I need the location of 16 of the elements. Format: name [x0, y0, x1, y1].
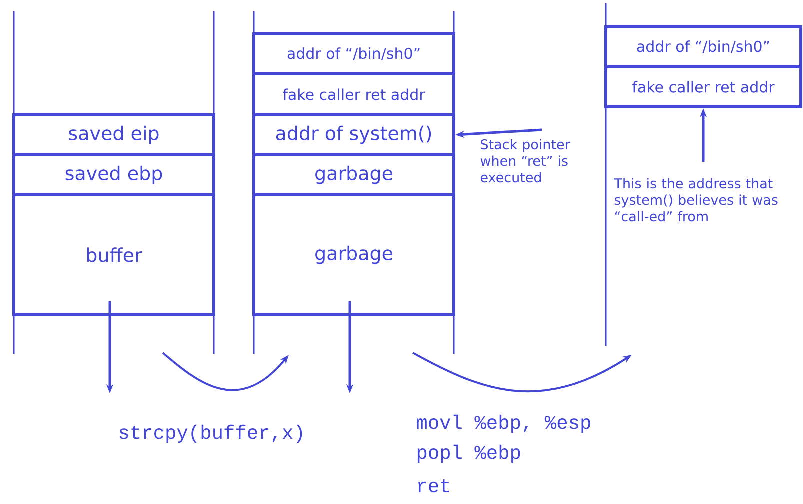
stack-cell: saved eip	[12, 114, 216, 156]
stack-cell: fake caller ret addr	[604, 66, 802, 108]
code-text: movl %ebp, %esp	[417, 414, 590, 434]
code-text: ret	[418, 479, 450, 493]
stack-cell: addr of “/bin/sh0”	[604, 26, 802, 68]
stack-cell: addr of system()	[252, 114, 456, 156]
stack-cell: addr of “/bin/sh0”	[252, 32, 456, 76]
stack-cell: saved ebp	[12, 154, 216, 196]
code-text: popl %ebp	[418, 444, 520, 464]
code-text: strcpy(buffer,x)	[120, 424, 302, 444]
stack-cell: garbage	[252, 194, 456, 316]
annotation-text: Stack pointer when “ret” is executed	[480, 139, 570, 183]
stack-cell: fake caller ret addr	[252, 72, 456, 116]
stack-cell: garbage	[252, 154, 456, 196]
stack-cell: buffer	[12, 194, 216, 316]
annotation-text: This is the address that system() believes it was “call-ed” from	[614, 178, 778, 222]
